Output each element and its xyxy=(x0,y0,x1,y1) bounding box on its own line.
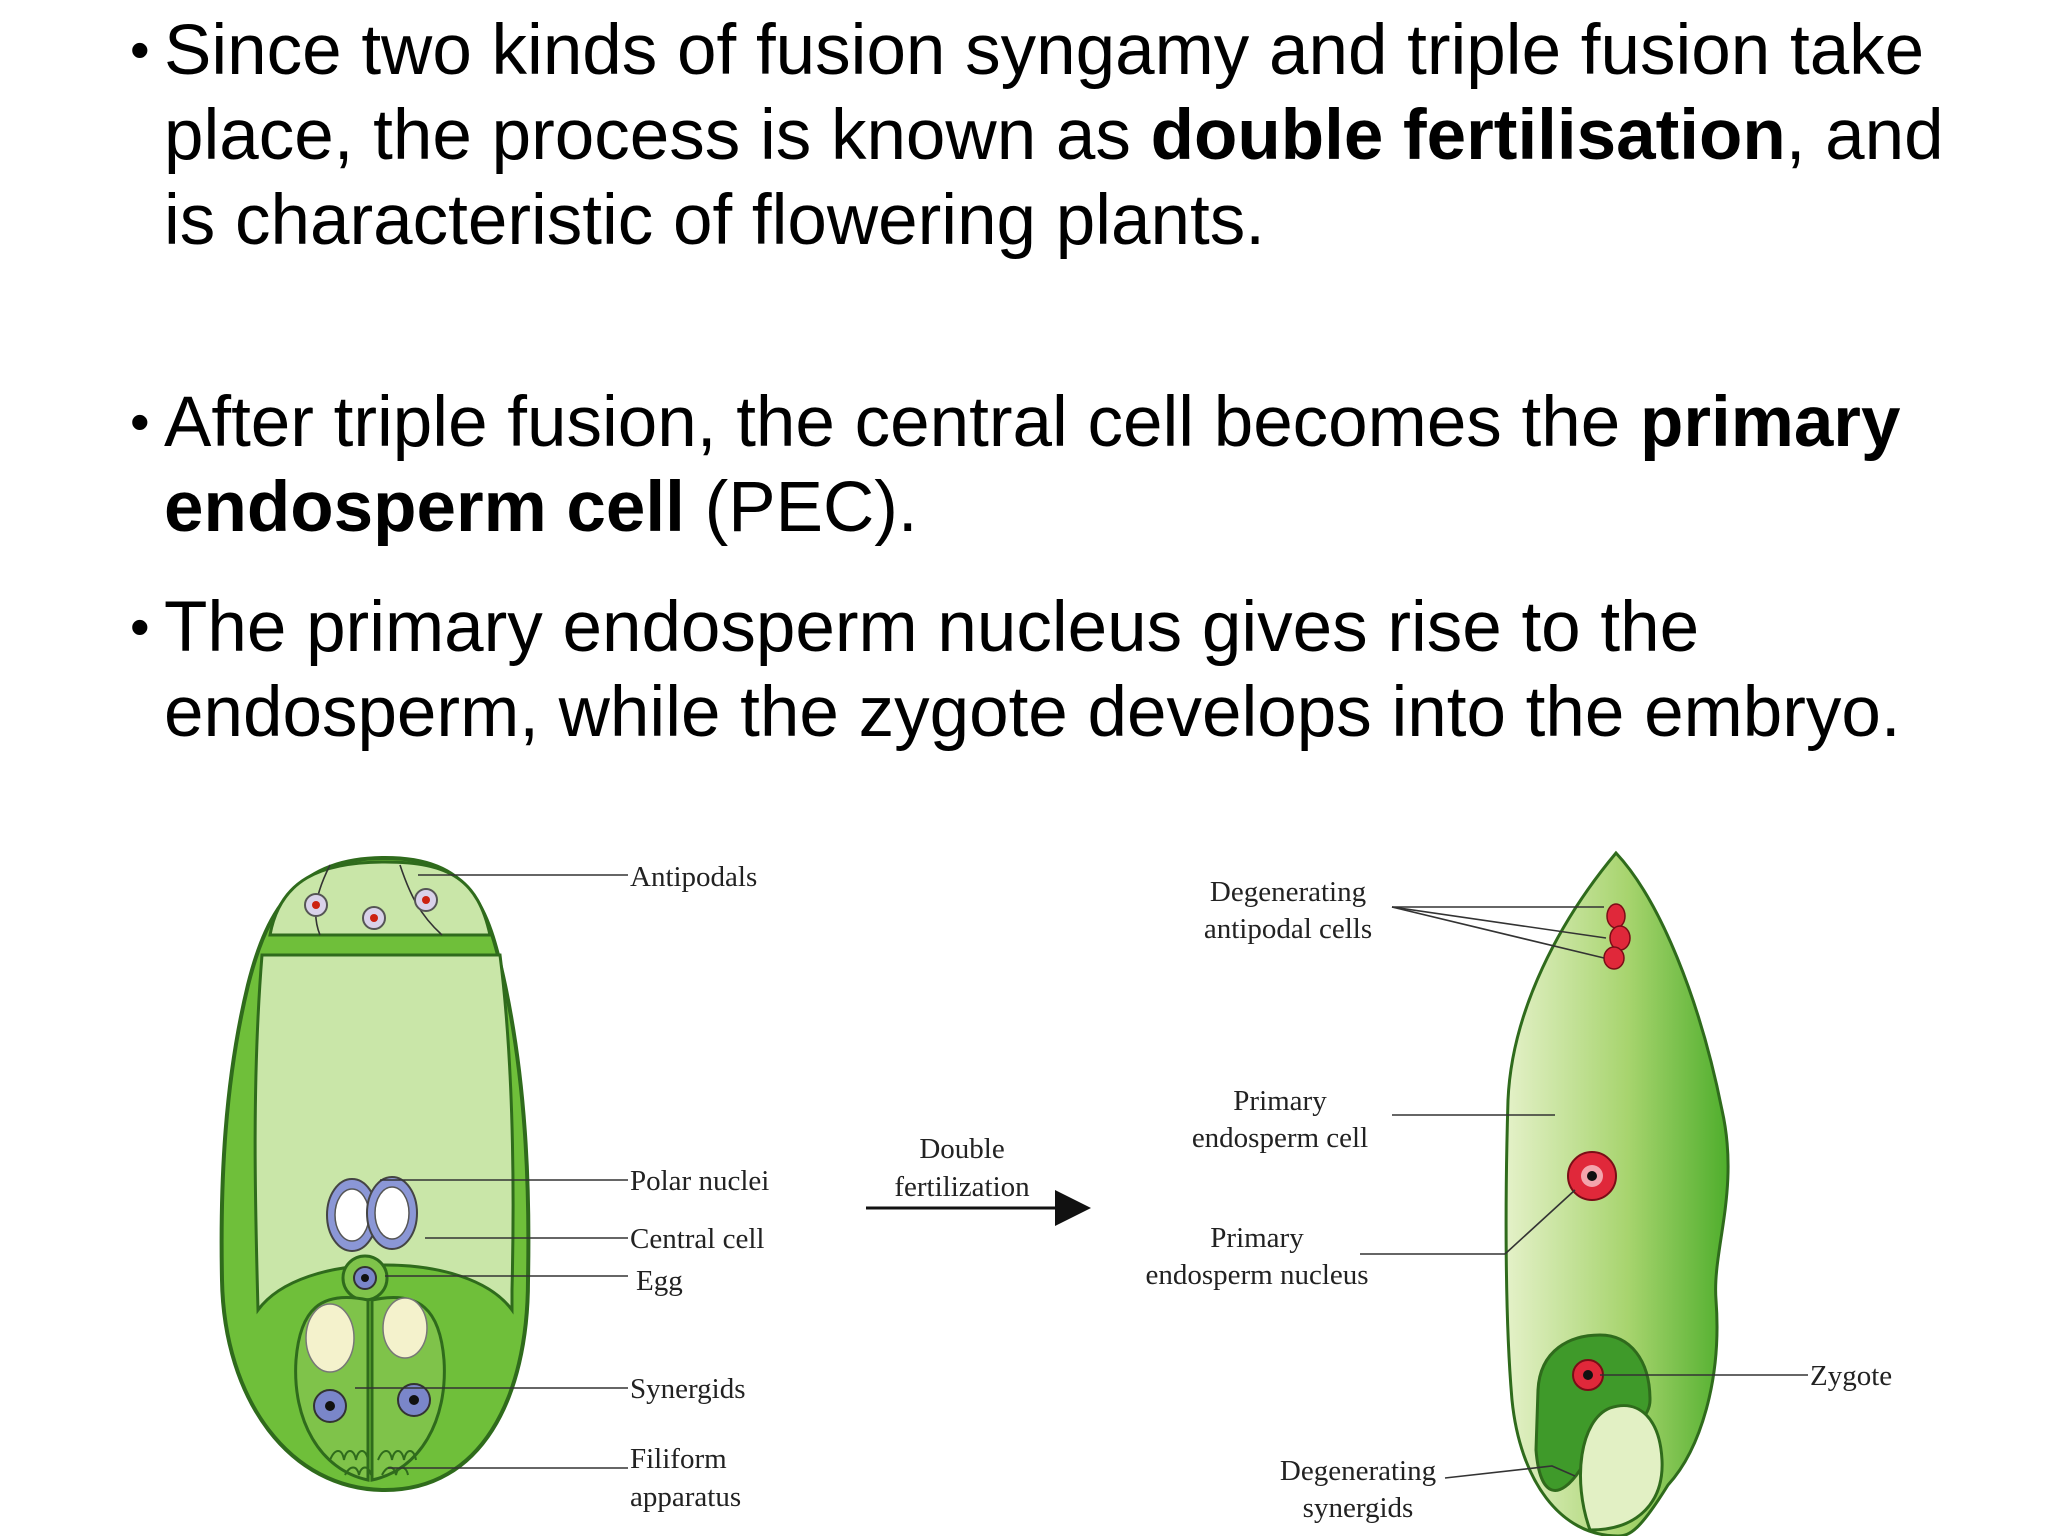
bullet-text-tail: , and is characteristic of flowering pla… xyxy=(164,96,1944,260)
label-degenerating-antipodal-2: antipodal cells xyxy=(1204,913,1372,945)
egg-cell xyxy=(341,1254,389,1302)
bullet-marker: • xyxy=(130,18,150,81)
label-primary-endosperm-nucleus-1: Primary xyxy=(1210,1222,1304,1254)
bullet-item: • After triple fusion, the central cell … xyxy=(130,380,2004,550)
bullet-text-tail: (PEC). xyxy=(684,468,918,547)
label-synergids: Synergids xyxy=(630,1373,745,1405)
zygote xyxy=(1572,1359,1604,1391)
synergids xyxy=(294,1296,446,1482)
antipodal-nucleus xyxy=(362,906,386,930)
bullet-item: • Since two kinds of fusion syngamy and … xyxy=(130,8,2004,263)
bullet-item: • The primary endosperm nucleus gives ri… xyxy=(130,585,2004,755)
degenerating-synergids xyxy=(1579,1404,1664,1532)
bullet-marker: • xyxy=(130,595,150,658)
label-polar-nuclei: Polar nuclei xyxy=(630,1165,769,1197)
label-degenerating-antipodal-1: Degenerating xyxy=(1210,876,1366,908)
zygote-region xyxy=(1534,1333,1652,1492)
bullet-text: The primary endosperm nucleus gives rise… xyxy=(164,588,1901,752)
filiform-apparatus xyxy=(329,1450,417,1476)
label-filiform: Filiform xyxy=(630,1443,727,1475)
antipodal-nucleus xyxy=(414,888,438,912)
bullet-marker: • xyxy=(130,390,150,453)
label-primary-endosperm-cell-1: Primary xyxy=(1233,1085,1327,1117)
label-primary-endosperm-nucleus-2: endosperm nucleus xyxy=(1145,1259,1368,1291)
embryo-sac-before xyxy=(219,855,531,1493)
double-fertilization-arrow: Double fertilization xyxy=(866,1133,1091,1226)
label-filiform-apparatus: apparatus xyxy=(630,1481,741,1513)
bullet-list: • Since two kinds of fusion syngamy and … xyxy=(130,8,2004,755)
bullet-bold-term: double fertilisation xyxy=(1150,96,1786,175)
label-degenerating-synergids-1: Degenerating xyxy=(1280,1455,1436,1487)
primary-endosperm-nucleus xyxy=(1567,1151,1617,1201)
label-egg: Egg xyxy=(636,1265,683,1297)
arrow-label-line2: fertilization xyxy=(894,1171,1030,1203)
degenerating-antipodal-cells xyxy=(1603,903,1631,970)
antipodal-chamber xyxy=(268,860,492,937)
right-leader-lines xyxy=(1360,906,1808,1479)
label-zygote: Zygote xyxy=(1810,1360,1892,1392)
embryo-sac-after xyxy=(1504,850,1730,1536)
left-leader-lines xyxy=(355,874,628,1469)
arrow-label-line1: Double xyxy=(919,1133,1004,1165)
double-fertilization-diagram: Antipodals Polar nuclei Central cell Egg… xyxy=(219,850,1892,1536)
label-central-cell: Central cell xyxy=(630,1223,764,1255)
antipodal-nucleus xyxy=(304,893,328,917)
label-degenerating-synergids-2: synergids xyxy=(1303,1492,1414,1524)
bullet-bold-term: primary endosperm cell xyxy=(164,383,1901,547)
label-primary-endosperm-cell-2: endosperm cell xyxy=(1192,1122,1368,1154)
bullet-text: Since two kinds of fusion syngamy and tr… xyxy=(164,11,1925,175)
bullet-text: After triple fusion, the central cell be… xyxy=(164,383,1640,462)
central-cell xyxy=(253,953,515,1315)
polar-nuclei xyxy=(326,1176,418,1252)
label-antipodals: Antipodals xyxy=(630,861,757,893)
